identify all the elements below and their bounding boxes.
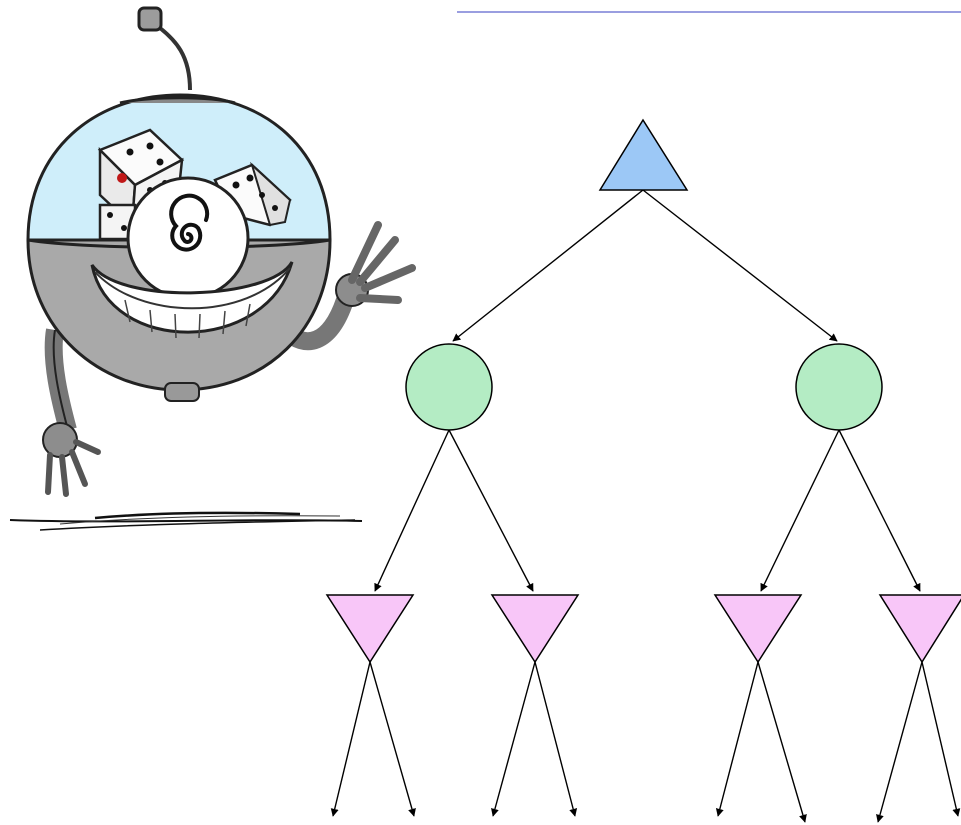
edge-chance-right-to-min-4 bbox=[838, 429, 921, 592]
edge-min-3-right bbox=[757, 661, 807, 823]
antenna-icon bbox=[137, 6, 192, 91]
min-node-2 bbox=[490, 594, 580, 664]
dice-icon bbox=[97, 128, 292, 241]
edge-min-4-right bbox=[921, 661, 961, 817]
robot-illustration bbox=[9, 6, 416, 531]
tree-nodes bbox=[325, 118, 961, 664]
edge-chance-right-to-min-3 bbox=[760, 429, 840, 592]
robot-foot bbox=[164, 382, 200, 402]
edge-min-4-left bbox=[876, 661, 923, 823]
edge-root-to-chance-right bbox=[642, 189, 838, 342]
tree-edges bbox=[330, 189, 961, 823]
robot-shadow bbox=[9, 511, 363, 531]
min-node-3 bbox=[713, 594, 803, 664]
chance-node-right bbox=[795, 343, 883, 431]
edge-min-3-left bbox=[715, 661, 759, 817]
edge-min-1-right bbox=[369, 661, 416, 817]
edge-min-2-right bbox=[534, 661, 578, 817]
edge-chance-left-to-min-1 bbox=[374, 429, 450, 592]
min-node-1 bbox=[325, 594, 415, 664]
min-node-4 bbox=[878, 594, 961, 664]
spiral-eye-icon bbox=[126, 176, 250, 300]
edge-root-to-chance-left bbox=[452, 189, 644, 342]
edge-min-1-left bbox=[330, 661, 371, 817]
max-node-root bbox=[598, 118, 689, 191]
chance-node-left bbox=[405, 343, 493, 431]
robot-left-hand bbox=[42, 422, 101, 497]
robot-right-hand bbox=[335, 221, 416, 307]
robot-smile bbox=[90, 261, 294, 339]
edge-min-2-left bbox=[491, 661, 536, 817]
edge-chance-left-to-min-2 bbox=[448, 429, 534, 592]
